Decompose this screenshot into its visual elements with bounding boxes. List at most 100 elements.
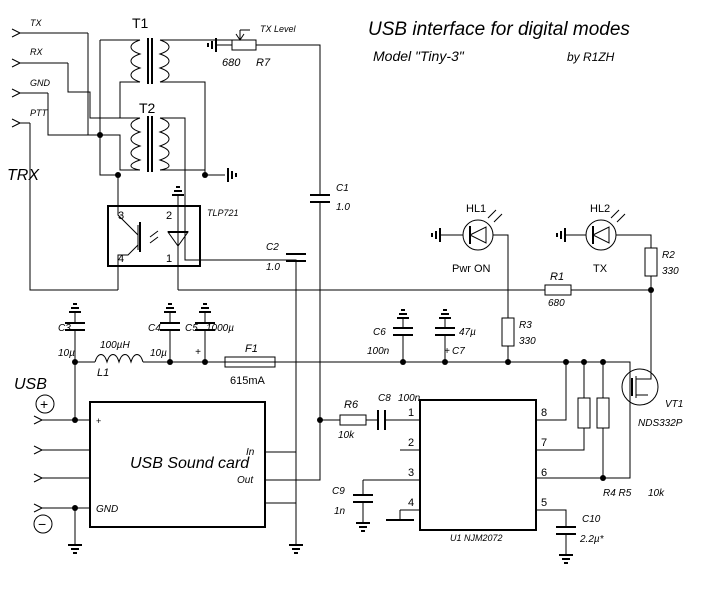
transformer-t1: T1 (119, 15, 232, 175)
r7-value: 680 (222, 57, 241, 69)
c4-plates (160, 322, 180, 331)
u1-pin-7: 7 (541, 437, 547, 449)
c3-ground-icon (69, 303, 81, 313)
usb-plus-circle (35, 394, 55, 414)
led-hl2: HL2 TX (556, 203, 652, 275)
u1-pin-4: 4 (408, 497, 414, 509)
trx-ptt-wire (11, 118, 30, 128)
c3-name: C3 (58, 323, 71, 334)
trx-pin-ptt: PTT (30, 108, 49, 118)
hl2-ground-icon (556, 228, 566, 242)
sound-card-plus: + (96, 416, 101, 426)
c6-name: C6 (373, 327, 386, 338)
capacitor-c6: C6 100n (367, 309, 413, 362)
t1-label: T1 (132, 15, 149, 31)
t1-core (147, 38, 153, 84)
hl1-circle (462, 219, 494, 251)
u1-label: U1 NJM2072 (450, 533, 503, 543)
junction-r3 (505, 359, 511, 365)
hl2-to-r2 (616, 234, 652, 248)
hl2-triangle (591, 226, 610, 244)
ic-u1: U1 NJM2072 1 2 3 4 8 7 6 5 (363, 362, 631, 543)
usb-vbus-wire (33, 415, 90, 425)
rail-right (275, 361, 631, 375)
u1-pin8-wire (536, 362, 567, 421)
c6-ground-icon (397, 309, 409, 319)
c6-plates (393, 327, 413, 336)
trx-gnd-wire (11, 88, 48, 98)
c8-plates (377, 410, 386, 430)
hl1-ground-icon (431, 228, 441, 242)
r4r5-names: R4 R5 (603, 488, 632, 499)
capacitor-c10: C10 2.2µ* (556, 514, 605, 564)
c1-value: 1.0 (336, 202, 350, 213)
tx-line (87, 33, 100, 136)
u1-pin-8: 8 (541, 407, 547, 419)
vt1-name: VT1 (665, 399, 683, 410)
r7-ground-icon (207, 38, 217, 52)
r7-body (231, 39, 257, 51)
t1-sec-bottom (160, 81, 206, 175)
hl2-rays (610, 209, 626, 223)
optocoupler-tlp721: TLP721 3 2 4 1 (30, 175, 545, 291)
usb-label: USB (14, 376, 47, 393)
r3-name: R3 (519, 320, 532, 331)
c5-ground-icon (199, 303, 211, 313)
pot-r7: TX Level 680 R7 (207, 24, 321, 190)
hl2-label: TX (593, 263, 608, 275)
trx-pin-rx: RX (30, 47, 43, 57)
usb-connector: USB + − (14, 362, 90, 554)
hl2-name: HL2 (590, 203, 610, 215)
c8-value: 100n (398, 393, 421, 404)
opto-pin-4: 4 (118, 253, 124, 265)
c1-name: C1 (336, 183, 349, 194)
resistors-r4-r5: R4 R5 10k (577, 362, 665, 499)
c2-name: C2 (266, 242, 279, 253)
capacitor-c3: C3 10µ (58, 303, 85, 362)
junction-usb-vbus (72, 417, 78, 423)
usb-d-plus-wire (33, 473, 90, 483)
resistor-r2: R2 330 (644, 247, 679, 375)
u1-pin-3: 3 (408, 467, 414, 479)
t1-primary-coil (130, 39, 142, 83)
c4-ground-icon (164, 303, 176, 313)
l1-name: L1 (97, 367, 109, 379)
trx-pin-gnd: GND (30, 78, 51, 88)
c9-plates (353, 494, 373, 503)
c2-value: 1.0 (266, 262, 280, 273)
r5-body (596, 397, 610, 429)
c5-plus: + (195, 347, 201, 358)
u1-pin-6: 6 (541, 467, 547, 479)
c4-name: C4 (148, 323, 161, 334)
r7-name: R7 (256, 57, 271, 69)
u1-pin-2: 2 (408, 437, 414, 449)
r4r5-value: 10k (648, 488, 665, 499)
c7-name: C7 (452, 346, 465, 357)
gnd-to-opto (99, 135, 118, 176)
r3-body (501, 317, 515, 347)
u1-pin-1: 1 (408, 407, 414, 419)
usb-sound-card: + USB Sound card In Out GND (89, 401, 303, 554)
u1-pin7-wire (536, 428, 585, 451)
c2-to-in (265, 261, 297, 453)
ptt-line (29, 123, 75, 291)
resistor-r1: R1 680 (544, 271, 651, 309)
t2-sec-bottom (160, 169, 225, 176)
c10-ground-icon (559, 554, 573, 564)
f1-name: F1 (245, 343, 258, 355)
t2-label: T2 (139, 100, 156, 116)
capacitor-c2: C2 1.0 (265, 242, 306, 453)
vt1-source (636, 375, 652, 380)
sound-card-gnd-right (265, 502, 297, 545)
u1-pin4-wire (399, 509, 420, 520)
sound-card-gnd: GND (96, 504, 118, 515)
usb-minus-sign: − (38, 516, 46, 532)
r6-value: 10k (338, 430, 355, 441)
u1-pin-5: 5 (541, 497, 547, 509)
c5-value: 1000µ (206, 323, 234, 334)
usb-ground-icon (68, 544, 82, 554)
usb-plus-sign: + (40, 396, 48, 412)
t2-secondary-coil (158, 117, 170, 171)
c9-ground-icon (356, 522, 370, 532)
c10-name: C10 (582, 514, 601, 525)
